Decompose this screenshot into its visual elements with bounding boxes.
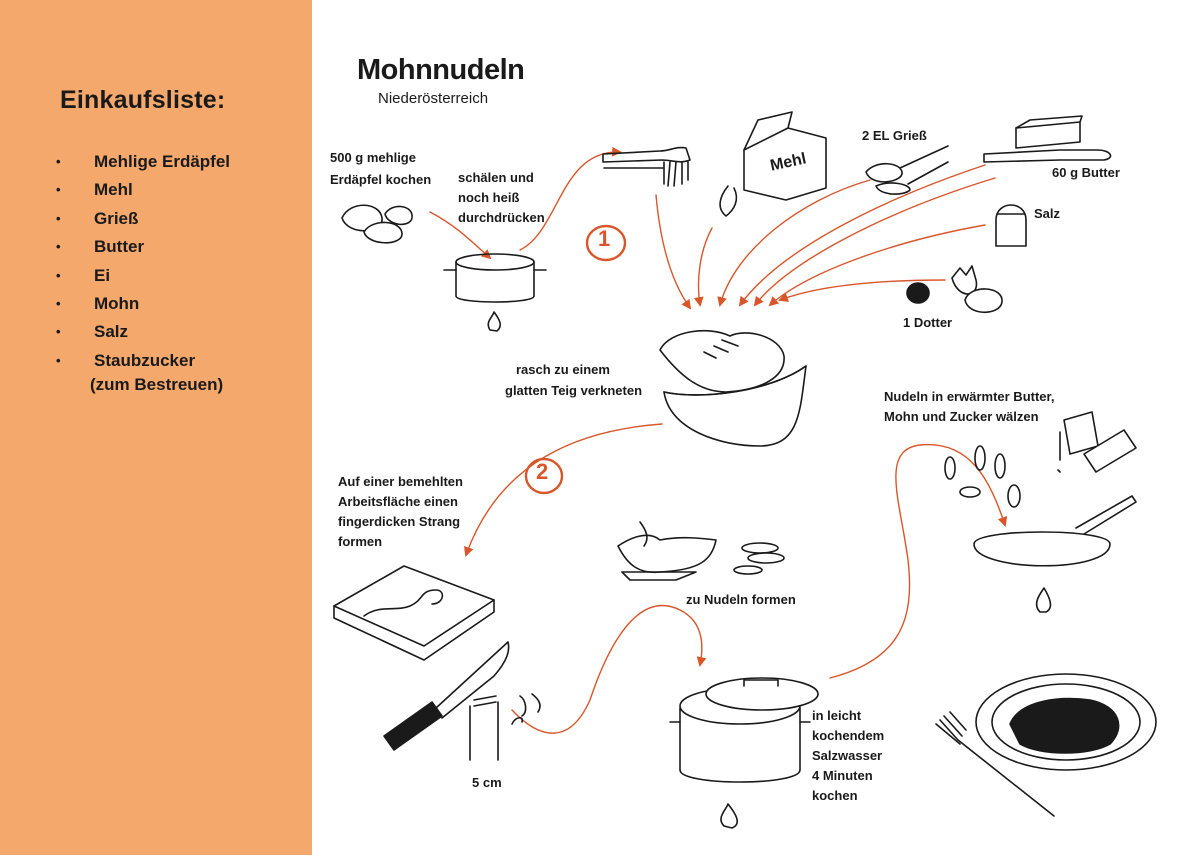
label-board: fingerdicken Strang [338,514,461,529]
list-item: Salz [56,318,230,347]
potato-ricer-icon [602,146,691,187]
label-cook: 4 Minuten [812,768,873,783]
spoon-icon [865,145,949,195]
list-item: Mehl [56,176,230,205]
label-board: Arbeitsfläche einen [338,494,458,509]
fork-icon [935,711,1055,817]
list-item: Mehlige Erdäpfel [56,148,230,177]
list-item: Ei [56,262,230,291]
label-potatoes: 500 g mehlige [330,150,416,165]
label-cook: kochendem [812,728,885,743]
salt-shaker-icon [995,204,1027,247]
butter-icon [983,115,1112,163]
label-salt: Salz [1034,206,1061,221]
frying-pan-icon [944,445,1137,613]
flow-arrow [519,146,622,251]
recipe-title: Mohnnudeln [357,54,525,86]
label-cook: Salzwasser [812,748,883,763]
label-semolina: 2 EL Grieß [862,128,927,143]
label-length: 5 cm [472,775,502,790]
mixing-bowl-icon [659,330,807,447]
poppy-sugar-icon [1057,411,1137,473]
pot-icon [443,253,547,332]
label-pan: Nudeln in erwärmter Butter, [884,389,1055,404]
hand-rolling-icon [617,521,785,581]
label-shape: zu Nudeln formen [686,592,796,607]
flow-arrow [753,177,996,307]
egg-icon [906,265,1003,314]
label-press: noch heiß [458,190,520,205]
label-press: schälen und [458,170,534,185]
list-item: Staubzucker [56,347,230,376]
flow-arrow [738,164,986,307]
list-item: Grieß [56,205,230,234]
flow-arrow [655,194,692,310]
label-press: durchdrücken [458,210,545,225]
shopping-list-title: Einkaufsliste: [60,86,226,114]
label-cook: in leicht [812,708,862,723]
label-board: formen [338,534,383,549]
flow-arrow [768,224,986,307]
shopping-list: Mehlige Erdäpfel Mehl Grieß Butter Ei Mo… [56,148,230,376]
list-item: Mohn [56,290,230,319]
flow-arrow [829,443,1008,679]
cooking-pot-icon [669,677,819,829]
flow-arrow [511,604,707,734]
label-pan: Mohn und Zucker wälzen [884,409,1039,424]
flow-arrow [693,227,713,307]
cutting-board-icon [333,565,495,661]
label-knead: rasch zu einem [516,362,610,377]
flow-arrow [717,179,871,307]
list-item-note: (zum Bestreuen) [90,375,224,394]
list-item: Butter [56,233,230,262]
flow-arrow [778,279,946,302]
recipe-subtitle: Niederösterreich [378,90,489,107]
step1-badge [585,224,627,262]
dough-pieces-icon [469,693,541,761]
shopping-list-panel: Einkaufsliste: Mehlige Erdäpfel Mehl Gri… [0,0,312,855]
label-potatoes: Erdäpfel kochen [330,172,432,187]
step2-badge [524,457,564,495]
flow-arrow [429,211,492,260]
label-board: Auf einer bemehlten [338,474,463,489]
label-cook: kochen [812,788,858,803]
knife-icon [383,641,510,751]
flour-bag-icon [719,111,827,217]
flow-arrow [464,423,663,557]
step-number-1: 1 [598,226,611,251]
plate-icon [975,673,1157,771]
step-number-2: 2 [536,459,549,484]
label-yolk: 1 Dotter [903,315,953,330]
label-knead: glatten Teig verkneten [505,383,643,398]
potatoes-icon [341,204,413,244]
label-butter: 60 g Butter [1052,165,1120,180]
